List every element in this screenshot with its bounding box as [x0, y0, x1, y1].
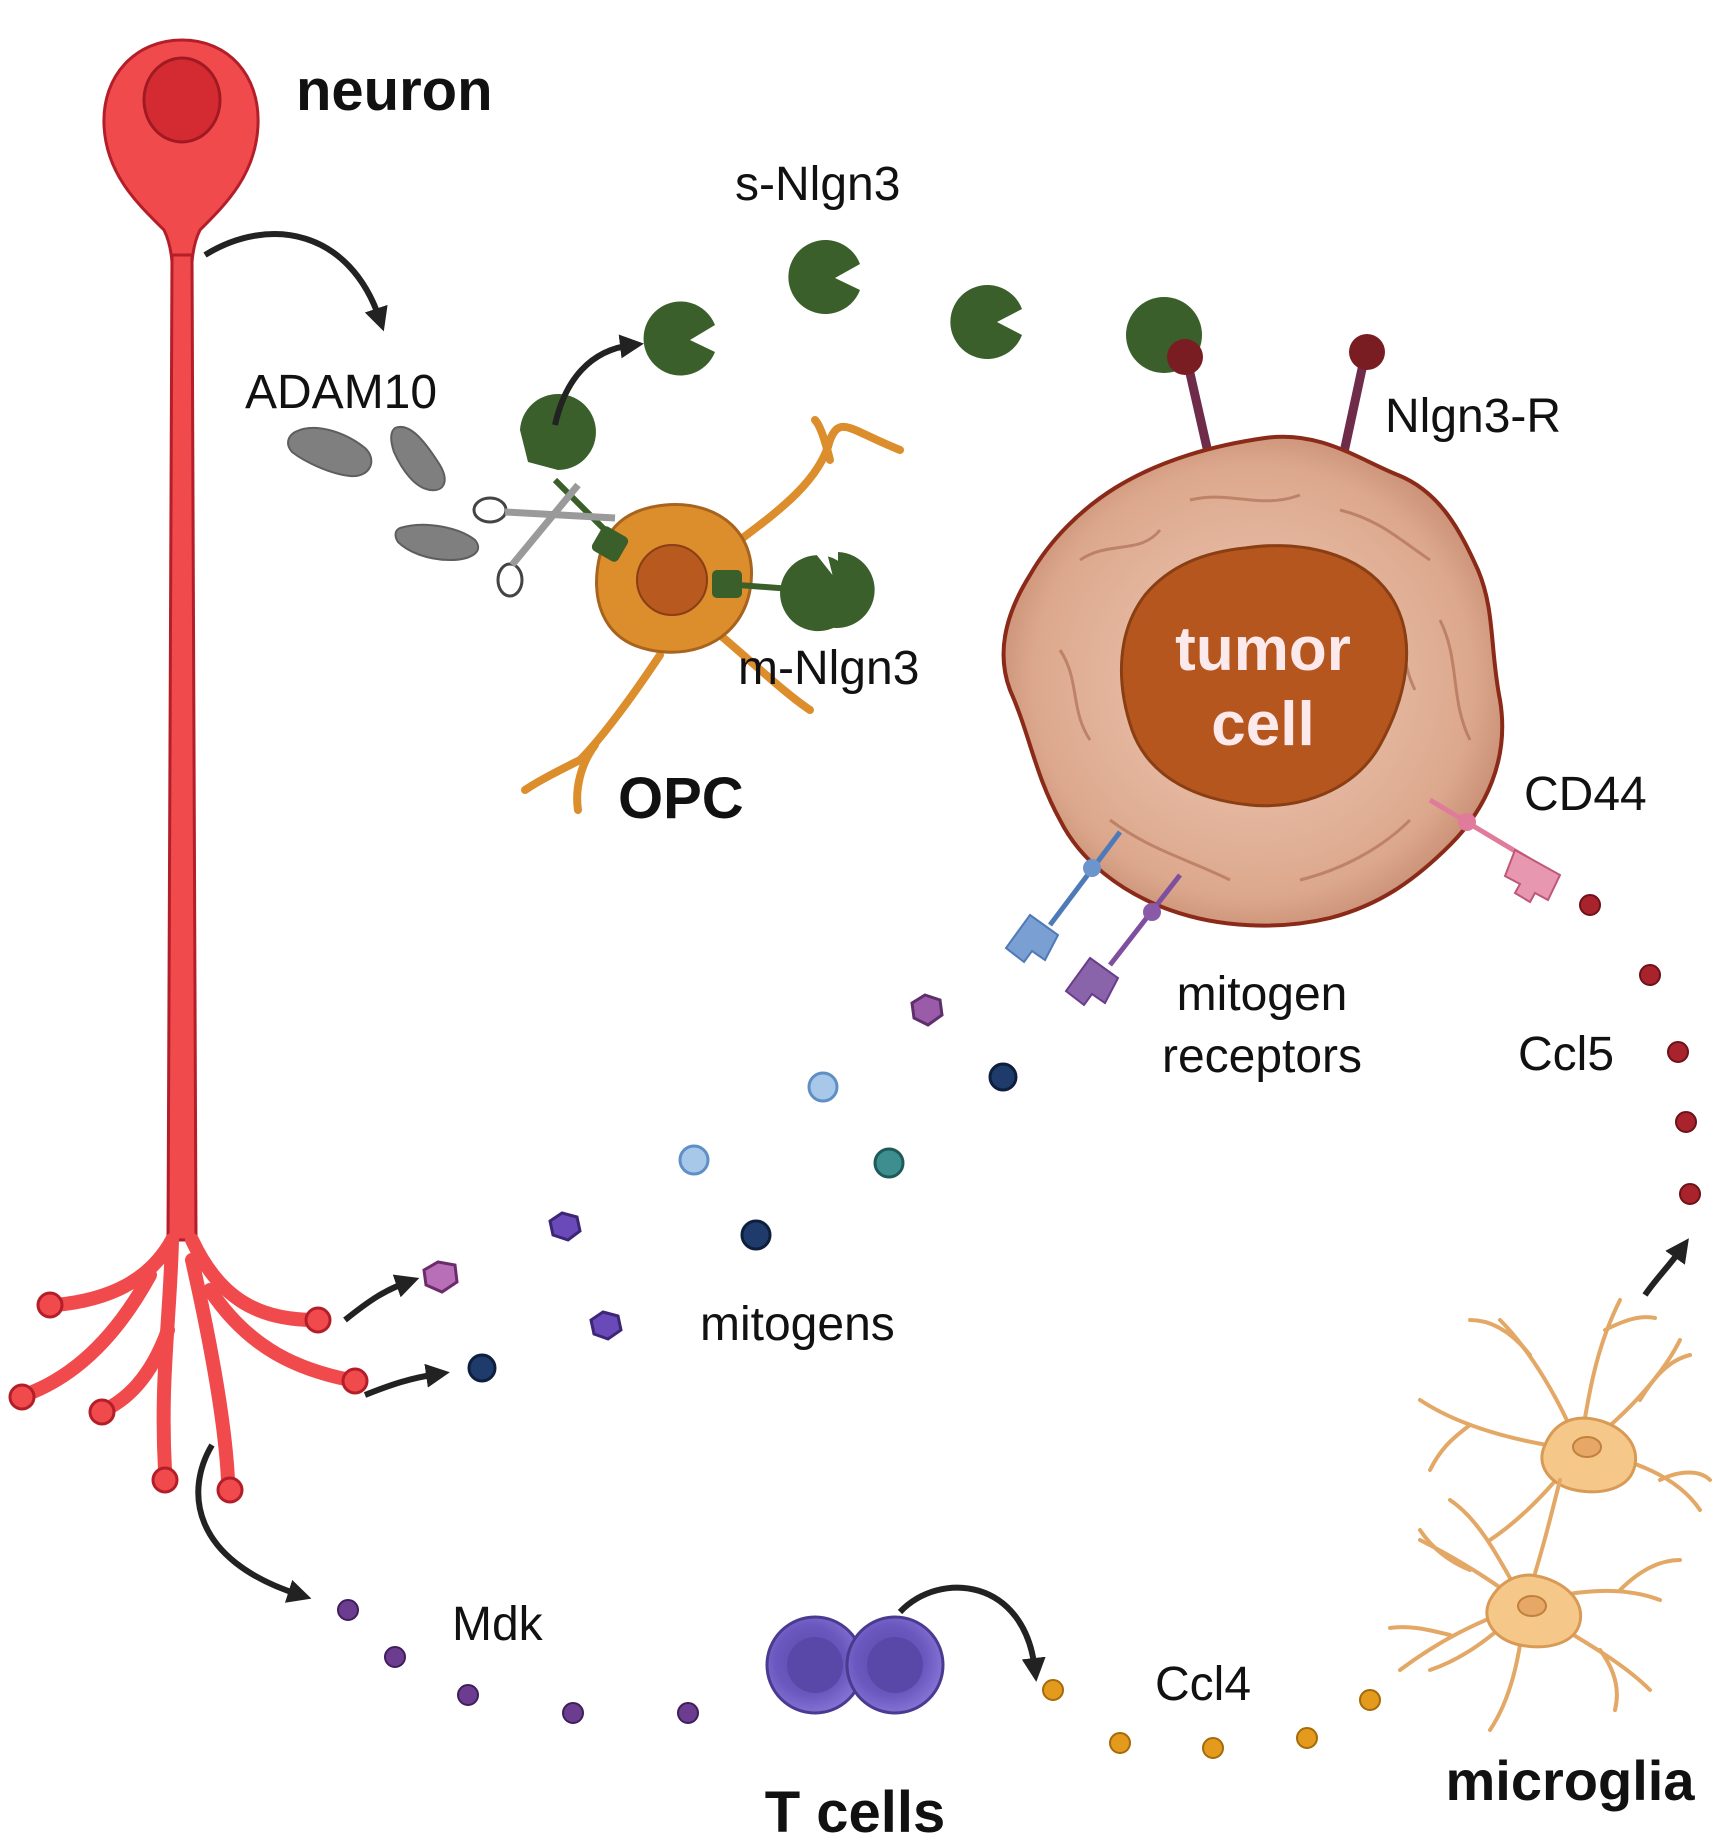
cd44-receptor — [1428, 797, 1562, 904]
arrow-t-cells-to-ccl4 — [897, 1584, 1046, 1682]
arrow-microglia-to-ccl5 — [1642, 1238, 1689, 1297]
neuron-terminal-bulbs — [8, 1291, 369, 1504]
tumor-cell-label-line2: cell — [1211, 690, 1314, 759]
mdk-label: Mdk — [452, 1598, 544, 1651]
tumor-cell — [1001, 334, 1505, 928]
m-nlgn3-label: m-Nlgn3 — [738, 642, 919, 695]
adam10-blob-icon — [287, 427, 373, 478]
mitogen-receptors-label-line2: receptors — [1162, 1030, 1362, 1083]
s-nlgn3-label: s-Nlgn3 — [735, 158, 900, 211]
nlgn3-r-label: Nlgn3-R — [1385, 390, 1561, 443]
neuron-axon — [166, 253, 198, 1242]
adam10-label: ADAM10 — [245, 366, 437, 419]
microglia-label: microglia — [1446, 1749, 1696, 1812]
tumor-nucleus — [1119, 544, 1409, 808]
mitogen-receptor-blue-icon — [1004, 913, 1060, 964]
opc-nucleus — [636, 544, 708, 616]
cleaved-nlgn3 — [520, 394, 629, 562]
microglia-upper — [1418, 1298, 1712, 1542]
s-nlgn3-fragments — [643, 240, 1202, 376]
t-cells-label: T cells — [765, 1780, 946, 1837]
neuron-label: neuron — [296, 58, 493, 123]
arrow-neuron-to-mitogens-lower — [363, 1363, 450, 1398]
tumor-cell-label-line1: tumor — [1175, 615, 1351, 684]
adam10-protease-icons — [287, 425, 480, 562]
ccl4-molecules — [1042, 1679, 1381, 1759]
ccl5-label: Ccl5 — [1518, 1028, 1614, 1081]
s-nlgn3-icon — [950, 285, 1022, 360]
neuron-terminal-branches — [18, 1233, 357, 1487]
cd44-label: CD44 — [1524, 768, 1647, 821]
arrow-neuron-to-adam10 — [203, 231, 388, 332]
arrow-opc-to-s-nlgn3 — [552, 334, 644, 426]
adam10-blob-icon — [390, 425, 446, 492]
arrow-neuron-to-mitogens-upper — [343, 1274, 420, 1323]
s-nlgn3-icon — [788, 240, 860, 314]
t-cells — [765, 1615, 945, 1715]
mitogen-receptors — [1004, 830, 1182, 1007]
s-nlgn3-icon — [643, 301, 715, 376]
microglia-cells — [1388, 1298, 1712, 1732]
cd44-receptor-head-icon — [1503, 848, 1562, 904]
mitogen-receptors-label-line1: mitogen — [1177, 968, 1348, 1021]
mitogen-receptor-purple-icon — [1064, 956, 1120, 1007]
mitogen-molecules — [422, 993, 1018, 1383]
neuron-nucleus — [142, 56, 222, 144]
mitogens-label: mitogens — [700, 1298, 895, 1351]
neuron-cell — [8, 38, 369, 1504]
m-nlgn3-membrane — [712, 552, 875, 632]
opc-label: OPC — [618, 766, 744, 831]
adam10-blob-icon — [394, 523, 480, 562]
scissors-icon — [472, 482, 616, 598]
nlgn3-pacman-icon-b — [798, 552, 875, 628]
ccl5-molecules — [1579, 894, 1701, 1205]
mdk-molecules — [337, 1599, 699, 1724]
ccl4-label: Ccl4 — [1155, 1658, 1251, 1711]
arrow-neuron-to-mdk — [195, 1443, 312, 1603]
